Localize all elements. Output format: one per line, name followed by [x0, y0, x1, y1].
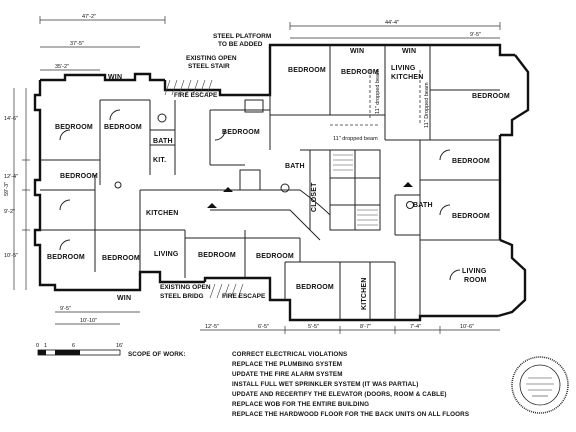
dropped-beam-lines	[330, 70, 421, 126]
dimension-labels: 47'-2" 37'-5" 35'-2" 44'-4" 9'-5" 14'-6"…	[4, 14, 481, 330]
room-label-bedroom: BEDROOM	[198, 252, 236, 259]
stair-hatch	[164, 79, 378, 299]
room-label-bedroom: BEDROOM	[296, 284, 334, 291]
room-label-closet: CLOSET	[311, 182, 318, 212]
win-label: WIN	[350, 48, 364, 55]
interior-walls	[40, 45, 500, 320]
fire-escape-label: FIRE ESCAPE	[174, 92, 218, 99]
dropped-beam-note: 11" dropped beam	[333, 136, 378, 142]
existing-open-stair-note: STEEL STAIR	[188, 63, 230, 70]
room-label-living: LIVING	[391, 65, 416, 72]
dimension-text: 9'-5"	[60, 306, 71, 312]
scale-label: 1	[44, 343, 47, 349]
scale-bar: 0 1 6 16'	[36, 343, 123, 356]
dimension-text: 10'-10"	[80, 318, 97, 324]
dimension-text: 59'-3"	[4, 182, 10, 196]
scale-label: 6	[72, 343, 75, 349]
existing-open-bridge-note: STEEL BRIDG	[160, 293, 204, 300]
annotation-notes: STEEL PLATFORM TO BE ADDED EXISTING OPEN…	[160, 33, 430, 300]
steel-platform-note: TO BE ADDED	[218, 41, 263, 48]
dimension-text: 12'-4"	[4, 174, 18, 180]
room-label-bedroom: BEDROOM	[452, 158, 490, 165]
dimension-text: 10'-6"	[460, 324, 474, 330]
dimension-text: 5'-5"	[308, 324, 319, 330]
exterior-walls	[33, 43, 530, 322]
scope-item: UPDATE AND RECERTIFY THE ELEVATOR (DOORS…	[232, 391, 447, 398]
room-labels: BEDROOM BEDROOM BATH KIT. BEDROOM BEDROO…	[47, 65, 510, 310]
room-label-bath: BATH	[153, 138, 173, 145]
room-label-bedroom: BEDROOM	[256, 253, 294, 260]
room-label-bedroom: BEDROOM	[55, 124, 93, 131]
section-markers	[207, 182, 413, 208]
scope-item: UPDATE THE FIRE ALARM SYSTEM	[232, 371, 343, 378]
scope-item: REPLACE THE PLUMBING SYSTEM	[232, 361, 342, 368]
dimension-text: 47'-2"	[82, 14, 96, 20]
room-label-bath: BATH	[413, 202, 433, 209]
room-label-room: ROOM	[464, 277, 487, 284]
fire-escape-label: FIRE ESCAPE	[222, 293, 266, 300]
room-label-bedroom: BEDROOM	[472, 93, 510, 100]
dimension-text: 9'-5"	[470, 32, 481, 38]
scope-item: INSTALL FULL WET SPRINKLER SYSTEM (IT WA…	[232, 381, 418, 388]
room-label-bedroom: BEDROOM	[452, 213, 490, 220]
room-label-bedroom: BEDROOM	[222, 129, 260, 136]
dimension-text: 37'-5"	[70, 41, 84, 47]
scale-label: 0	[36, 343, 39, 349]
room-label-bedroom: BEDROOM	[104, 124, 142, 131]
room-label-bedroom: BEDROOM	[288, 67, 326, 74]
dimension-text: 6'-5"	[258, 324, 269, 330]
scope-item: REPLACE WOB FOR THE ENTIRE BUILDING	[232, 401, 369, 408]
win-label: WIN	[402, 48, 416, 55]
room-label-kitchen: KITCHEN	[391, 74, 424, 81]
room-label-bath: BATH	[285, 163, 305, 170]
window-labels: WIN WIN WIN WIN	[108, 48, 416, 302]
dimension-text: 10'-5"	[4, 253, 18, 259]
win-label: WIN	[117, 295, 131, 302]
dimension-text: 44'-4"	[385, 20, 399, 26]
room-label-kitchen: KITCHEN	[361, 277, 368, 310]
scale-label: 16'	[116, 343, 123, 349]
dimension-text: 9'-2"	[4, 209, 15, 215]
win-label: WIN	[108, 74, 122, 81]
scope-title: SCOPE OF WORK:	[128, 351, 186, 358]
dimension-text: 8'-7"	[360, 324, 371, 330]
room-label-bedroom: BEDROOM	[341, 69, 379, 76]
dropped-beam-note: 11" dropped beam	[375, 69, 381, 114]
dimension-text: 14'-6"	[4, 116, 18, 122]
existing-open-stair-note: EXISTING OPEN	[186, 55, 237, 62]
steel-platform-note: STEEL PLATFORM	[213, 33, 271, 40]
scope-of-work: SCOPE OF WORK: CORRECT ELECTRICAL VIOLAT…	[128, 351, 469, 418]
dimension-text: 12'-5"	[205, 324, 219, 330]
room-label-living: LIVING	[154, 251, 179, 258]
scope-item: CORRECT ELECTRICAL VIOLATIONS	[232, 351, 347, 358]
dropped-beam-note: 11" Dropped beam	[424, 82, 430, 128]
fixtures	[59, 99, 461, 281]
engineer-seal	[511, 356, 569, 414]
room-label-kit: KIT.	[153, 157, 166, 164]
room-label-kitchen: KITCHEN	[146, 210, 179, 217]
room-label-bedroom: BEDROOM	[102, 255, 140, 262]
room-label-bedroom: BEDROOM	[47, 254, 85, 261]
dimension-text: 7'-4"	[410, 324, 421, 330]
existing-open-bridge-note: EXISTING OPEN	[160, 284, 211, 291]
scope-item: REPLACE THE HARDWOOD FLOOR FOR THE BACK …	[232, 411, 469, 418]
dimension-text: 35'-2"	[55, 64, 69, 70]
dimension-lines	[13, 16, 501, 334]
room-label-living: LIVING	[462, 268, 487, 275]
room-label-bedroom: BEDROOM	[60, 173, 98, 180]
